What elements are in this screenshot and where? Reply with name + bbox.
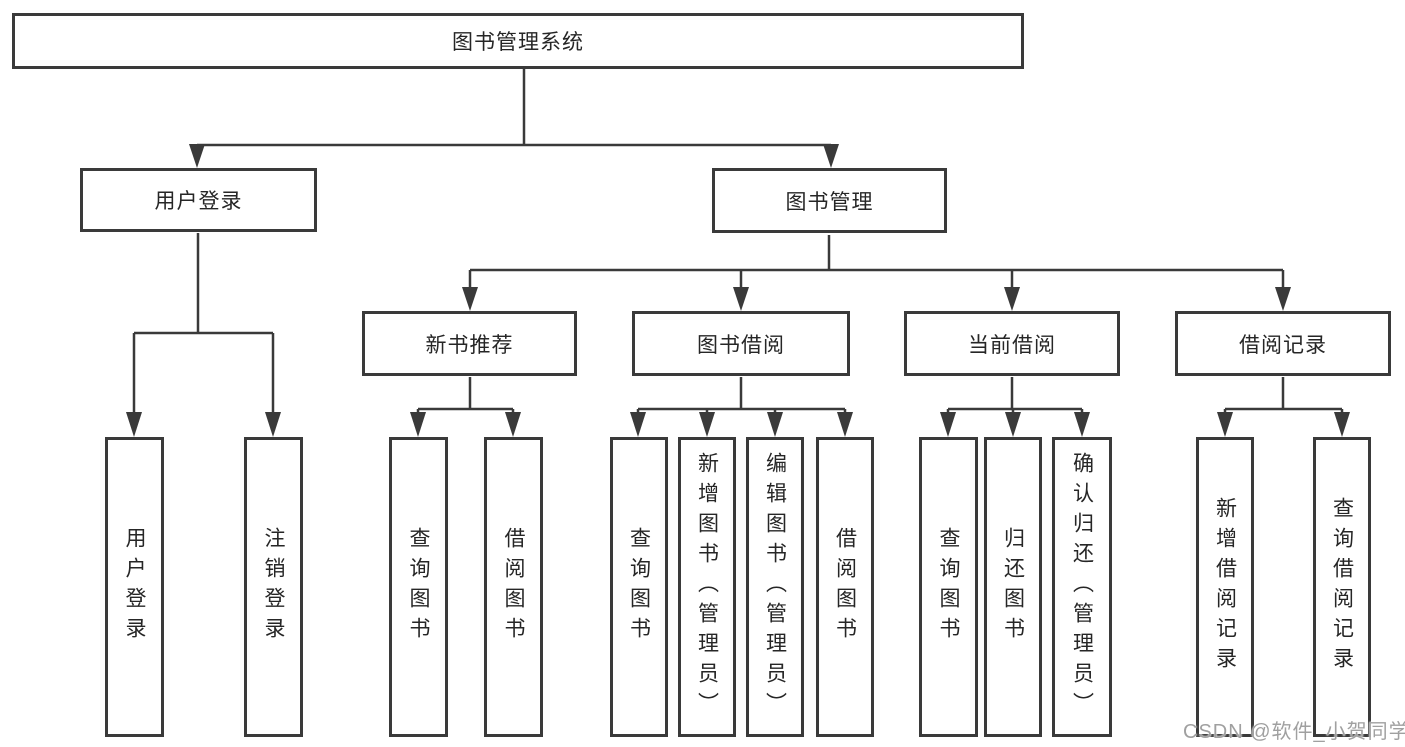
arrow-down-icon: [1074, 412, 1090, 437]
node-user-login: 用户登录: [80, 168, 317, 232]
arrowheads: [126, 144, 1350, 437]
arrow-down-icon: [767, 412, 783, 437]
arrow-down-icon: [940, 412, 956, 437]
node-root-system: 图书管理系统: [12, 13, 1024, 69]
arrow-down-icon: [189, 144, 205, 168]
node-label: 编辑图书（管理员）: [763, 452, 787, 722]
arrow-down-icon: [699, 412, 715, 437]
connector-book-borrow: [636, 377, 847, 418]
arrow-down-icon: [1275, 287, 1291, 311]
connector-current-borrow: [946, 377, 1084, 418]
leaf-query-books-recommend: 查询图书: [389, 437, 448, 737]
arrow-down-icon: [265, 412, 281, 437]
node-label: 图书借阅: [697, 333, 785, 357]
arrow-down-icon: [837, 412, 853, 437]
connector-new-book: [416, 377, 515, 418]
node-label: 图书管理: [785, 190, 874, 214]
arrow-down-icon: [630, 412, 646, 437]
node-label: 当前借阅: [968, 333, 1056, 357]
node-label: 用户登录: [123, 527, 146, 647]
arrow-down-icon: [1005, 412, 1021, 437]
node-book-management: 图书管理: [712, 168, 947, 233]
node-label: 新增借阅记录: [1213, 497, 1237, 677]
node-current-borrow: 当前借阅: [904, 311, 1120, 376]
node-label: 用户登录: [154, 190, 243, 213]
leaf-confirm-return-admin: 确认归还（管理员）: [1052, 437, 1112, 737]
leaf-query-books-borrow: 查询图书: [610, 437, 668, 737]
leaf-borrow-books-recommend: 借阅图书: [484, 437, 543, 737]
arrow-down-icon: [1217, 412, 1233, 437]
node-book-borrow: 图书借阅: [632, 311, 850, 376]
node-label: 借阅记录: [1239, 333, 1327, 357]
leaf-query-borrow-record: 查询借阅记录: [1313, 437, 1371, 737]
leaf-add-books-admin: 新增图书（管理员）: [678, 437, 736, 737]
node-label: 新书推荐: [425, 333, 514, 357]
node-label: 查询借阅记录: [1330, 497, 1354, 677]
arrow-down-icon: [410, 412, 426, 437]
csdn-watermark: CSDN @软件_小贺同学: [1183, 721, 1405, 743]
arrow-down-icon: [1004, 287, 1020, 311]
leaf-logout: 注销登录: [244, 437, 303, 737]
node-new-book-recommend: 新书推荐: [362, 311, 577, 376]
leaf-query-books-current: 查询图书: [919, 437, 978, 737]
node-label: 借阅图书: [502, 527, 525, 647]
node-label: 注销登录: [262, 527, 285, 647]
leaf-borrow-books: 借阅图书: [816, 437, 874, 737]
connector-book-management: [468, 235, 1285, 292]
node-label: 借阅图书: [833, 527, 857, 647]
node-label: 归还图书: [1001, 527, 1025, 647]
node-label: 确认归还（管理员）: [1070, 452, 1094, 722]
node-label: 查询图书: [627, 527, 651, 647]
connector-user-login: [132, 233, 275, 418]
node-label: 查询图书: [937, 527, 960, 647]
arrow-down-icon: [126, 412, 142, 437]
node-label: 图书管理系统: [452, 31, 584, 54]
arrow-down-icon: [733, 287, 749, 311]
connector-root: [197, 69, 831, 147]
leaf-return-books: 归还图书: [984, 437, 1042, 737]
node-borrow-records: 借阅记录: [1175, 311, 1391, 376]
arrow-down-icon: [505, 412, 521, 437]
arrow-down-icon: [462, 287, 478, 311]
leaf-edit-books-admin: 编辑图书（管理员）: [746, 437, 804, 737]
leaf-add-borrow-record: 新增借阅记录: [1196, 437, 1254, 737]
node-label: 新增图书（管理员）: [695, 452, 719, 722]
arrow-down-icon: [1334, 412, 1350, 437]
leaf-user-login: 用户登录: [105, 437, 164, 737]
arrow-down-icon: [823, 144, 839, 168]
connector-borrow-records: [1223, 377, 1344, 418]
node-label: 查询图书: [407, 527, 430, 647]
